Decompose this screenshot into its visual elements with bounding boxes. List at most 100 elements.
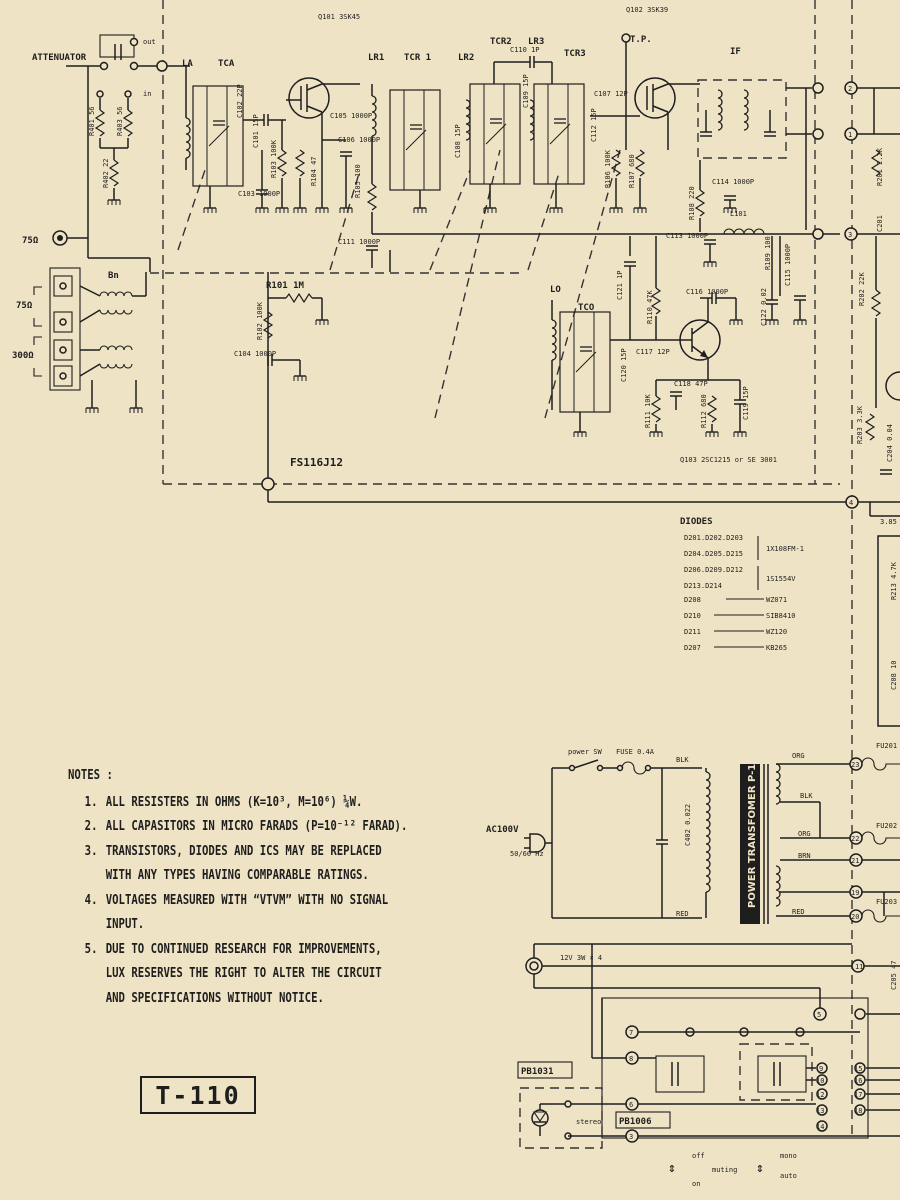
terminal-5: 5 (817, 1011, 821, 1019)
diode-row-6-ref: D211 (684, 628, 701, 636)
terminal-75-label: 75Ω (16, 301, 33, 311)
c201-label: C201 (876, 215, 884, 232)
input-75-label: 75Ω (22, 236, 39, 246)
model-number: T-110 (140, 1076, 256, 1114)
diode-row-5-ref: D210 (684, 612, 701, 620)
terminal-7: 7 (629, 1029, 633, 1037)
terminal-10: 10 (816, 1077, 824, 1085)
fuse-label: FUSE 0.4A (616, 748, 655, 756)
tcr3-label: TCR3 (564, 49, 586, 59)
diode-row-0-part: 1X108FM-1 (766, 545, 804, 553)
c114-label: C114 1000P (712, 178, 754, 186)
diode-row-2-part: 1S1554V (766, 575, 796, 583)
r202-label: R202 22K (858, 271, 866, 306)
r109-label: R109 100 (764, 236, 772, 270)
terminal-11: 11 (855, 963, 863, 971)
note-text: ALL CAPASITORS IN MICRO FARADS (P=10⁻¹² … (105, 819, 408, 834)
r213-label: R213 4.7K (890, 561, 898, 600)
c122-label: C122 0.02 (760, 288, 768, 326)
pushbutton-switch-section: 7 8 6 3 5 9 10 12 13 14 15 (517, 944, 900, 1188)
lr1-label: LR1 (368, 53, 384, 63)
r101-label: R101 1M (266, 281, 305, 291)
lr3-label: LR3 (528, 37, 544, 47)
r203-label: R203 3.3K (856, 405, 864, 444)
diode-row-1-ref: D204.D205.D215 (684, 550, 743, 558)
brn-label: BRN (798, 852, 811, 860)
c119-label: C119 15P (742, 386, 750, 420)
c112-label: C112 15P (590, 108, 598, 142)
transformer-label-band (740, 764, 760, 924)
red-label: RED (676, 910, 689, 918)
terminal-23: 23 (851, 761, 859, 769)
tp-label: T.P. (630, 35, 652, 45)
diode-row-4-ref: D208 (684, 596, 701, 604)
note-number: 2. (84, 819, 98, 834)
auto-label: auto (780, 1172, 797, 1180)
oscillator-section: R101 1M R102 100K C104 1000P 4 FS116J12 … (234, 236, 900, 727)
terminal-300-label: 300Ω (12, 351, 34, 361)
note-number: 1. (84, 794, 98, 810)
c109-label: C109 15P (522, 74, 530, 108)
r105-label: R105 100 (354, 164, 362, 198)
q101-label: Q101 3SK45 (318, 13, 360, 21)
terminal-4: 4 (849, 499, 853, 507)
balun-label: Bn (108, 271, 119, 281)
diode-row-0-ref: D201.D202.D203 (684, 534, 743, 542)
org2-label: ORG (798, 830, 811, 838)
note-text: VOLTAGES MEASURED WITH “VTVM” WITH NO SI… (105, 892, 389, 933)
terminal-20: 20 (851, 913, 859, 921)
fu203-label: FU203 (876, 898, 897, 906)
c121-label: C121 1P (616, 270, 624, 300)
note-number: 4. (84, 892, 98, 908)
c118-label: C118 47P (674, 380, 708, 388)
note-text: DUE TO CONTINUED RESEARCH FOR IMPROVEMEN… (105, 941, 382, 1006)
c402-label: C402 0.022 (684, 804, 692, 846)
diode-row-4-part: WZ071 (766, 596, 787, 604)
attenuator-label: ATTENUATOR (32, 53, 87, 63)
terminal-12: 12 (816, 1091, 824, 1099)
diodes-table: DIODES D201.D202.D203 D204.D205.D215 D20… (680, 517, 804, 652)
note-item: 2. ALL CAPASITORS IN MICRO FARADS (P=10⁻… (68, 815, 429, 840)
notes-heading: NOTES : (68, 768, 113, 783)
c104-label: C104 1000P (234, 350, 276, 358)
pb1031-label: PB1031 (521, 1067, 554, 1077)
terminal-14: 14 (816, 1123, 824, 1131)
terminal-17: 17 (854, 1091, 862, 1099)
transformer-label: POWER TRANSFOMER P-1987 (747, 743, 758, 908)
c108-label: C108 15P (454, 124, 462, 158)
diode-row-3-ref: D213.D214 (684, 582, 722, 590)
tcr2-label: TCR2 (490, 37, 512, 47)
terminal-8: 8 (629, 1055, 633, 1063)
org-label: ORG (792, 752, 805, 760)
c111-label: C111 1000P (338, 238, 380, 246)
red2-label: RED (792, 908, 805, 916)
c208-label: C208 10 (890, 660, 898, 690)
c102-label: C102 22P (236, 84, 244, 118)
c107-label: C107 12P (594, 90, 628, 98)
attenuator-in-label: in (143, 90, 151, 98)
terminal-13: 13 (816, 1107, 824, 1115)
r106-label: R106 100K (604, 149, 612, 188)
diode-row-2-ref: D206.D209.D212 (684, 566, 743, 574)
antenna-input-section: 75Ω Bn 75Ω 300Ω (12, 230, 151, 414)
r403-label: R403 56 (116, 106, 124, 136)
terminal-1: 1 (848, 131, 852, 139)
tca-label: TCA (218, 59, 235, 69)
note-item: 1. ALL RESISTERS IN OHMS (K=10³, M=10⁶) … (68, 791, 429, 816)
terminal-22: 22 (851, 835, 859, 843)
stereo-label: stereo (576, 1118, 601, 1126)
pb1006-label: PB1006 (619, 1117, 652, 1127)
diode-row-6-part: WZ120 (766, 628, 787, 636)
fu202-label: FU202 (876, 822, 897, 830)
note-item: 5. DUE TO CONTINUED RESEARCH FOR IMPROVE… (68, 938, 429, 1012)
q102-label: Q102 3SK39 (626, 6, 668, 14)
attenuator-section: ATTENUATOR out in R401 56 R403 56 R402 2… (32, 34, 190, 236)
pb1031-box (517, 1061, 573, 1079)
notes-block: NOTES : 1. ALL RESISTERS IN OHMS (K=10³,… (68, 764, 429, 1011)
tcr1-label: TCR 1 (404, 53, 431, 63)
note-text: ALL RESISTERS IN OHMS (K=10³, M=10⁶) ¼W. (105, 794, 363, 810)
voltage-385: 3.85 (880, 518, 897, 526)
attenuator-out-label: out (143, 38, 156, 46)
c205-label: C205 47 (890, 960, 898, 990)
